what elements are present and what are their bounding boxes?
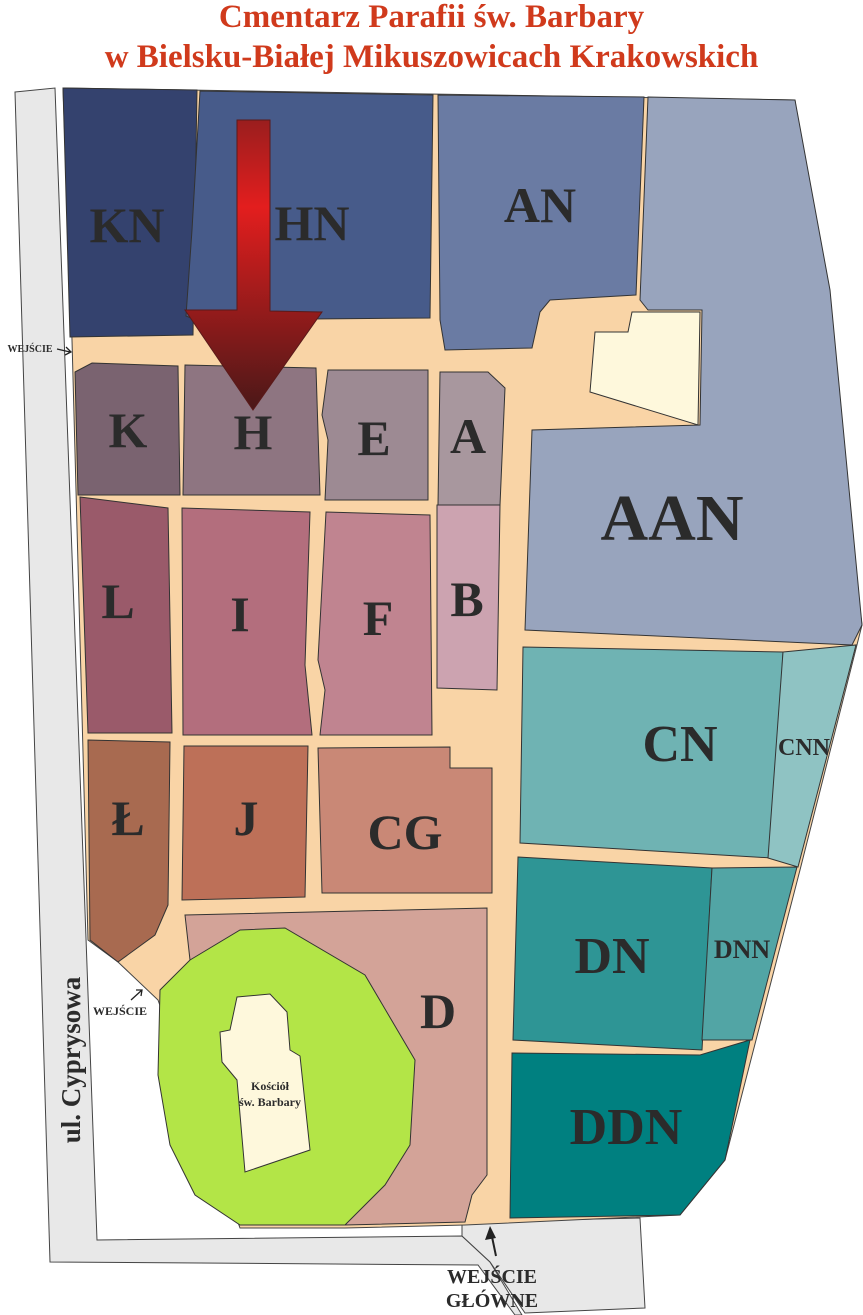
street-main-entrance bbox=[461, 1217, 646, 1314]
entrance-main-label-line2: GŁÓWNE bbox=[446, 1288, 538, 1312]
map-title-line2: w Bielsku-Białej Mikuszowicach Krakowski… bbox=[104, 39, 759, 75]
street-label: ul. Cyprysowa bbox=[56, 976, 86, 1143]
label-B: B bbox=[450, 571, 483, 627]
label-F: F bbox=[363, 590, 394, 646]
label-J: J bbox=[234, 790, 259, 846]
label-K: K bbox=[109, 402, 148, 458]
location-pointer-arrow-icon bbox=[184, 119, 323, 411]
entrance-main-label-line1: WEJŚCIE bbox=[447, 1264, 537, 1288]
church-label-line2: św. Barbary bbox=[239, 1095, 301, 1109]
label-KN: KN bbox=[90, 197, 165, 253]
section-KN[interactable] bbox=[62, 87, 198, 338]
street-cyprysowa bbox=[14, 87, 523, 1315]
section-AAN[interactable] bbox=[524, 96, 863, 646]
label-DN: DN bbox=[574, 928, 649, 985]
section-DNN[interactable] bbox=[701, 866, 798, 1041]
section-DN[interactable] bbox=[512, 856, 713, 1051]
label-A: A bbox=[450, 408, 486, 464]
section-CG[interactable] bbox=[317, 746, 493, 894]
label-I: I bbox=[230, 586, 249, 642]
label-H: H bbox=[234, 404, 273, 460]
section-F[interactable] bbox=[317, 511, 433, 736]
section-L[interactable] bbox=[79, 496, 173, 734]
section-DDN[interactable] bbox=[509, 1039, 751, 1219]
label-CNN: CNN bbox=[778, 735, 831, 761]
section-L-stroke[interactable] bbox=[87, 739, 171, 963]
church-label-line1: Kościół bbox=[251, 1079, 290, 1093]
section-I[interactable] bbox=[181, 507, 313, 736]
label-CN: CN bbox=[642, 716, 717, 773]
section-J[interactable] bbox=[181, 745, 309, 901]
label-D: D bbox=[420, 983, 456, 1039]
map-title-line1: Cmentarz Parafii św. Barbary bbox=[218, 0, 645, 35]
section-K[interactable] bbox=[74, 362, 181, 496]
section-E[interactable] bbox=[321, 369, 429, 501]
section-A[interactable] bbox=[437, 371, 506, 506]
label-E: E bbox=[357, 410, 390, 466]
section-CNN[interactable] bbox=[767, 644, 857, 868]
church-building[interactable] bbox=[219, 993, 311, 1173]
label-L-stroke: Ł bbox=[111, 790, 144, 846]
arrow-icon bbox=[56, 346, 73, 356]
entrance-west-bottom-label: WEJŚCIE bbox=[93, 1004, 147, 1018]
entrance-west-top-label: WEJŚCIE bbox=[7, 343, 52, 355]
label-CG: CG bbox=[368, 804, 443, 860]
label-AAN: AAN bbox=[601, 482, 744, 555]
label-DNN: DNN bbox=[714, 935, 771, 964]
arrow-icon bbox=[130, 989, 143, 1001]
arrow-up-head bbox=[485, 1226, 496, 1240]
label-AN: AN bbox=[504, 177, 576, 233]
section-B[interactable] bbox=[436, 504, 501, 691]
label-DDN: DDN bbox=[570, 1099, 683, 1156]
label-L: L bbox=[101, 573, 134, 629]
parish-building bbox=[589, 311, 701, 426]
section-AN[interactable] bbox=[437, 94, 645, 351]
label-HN: HN bbox=[275, 195, 350, 251]
